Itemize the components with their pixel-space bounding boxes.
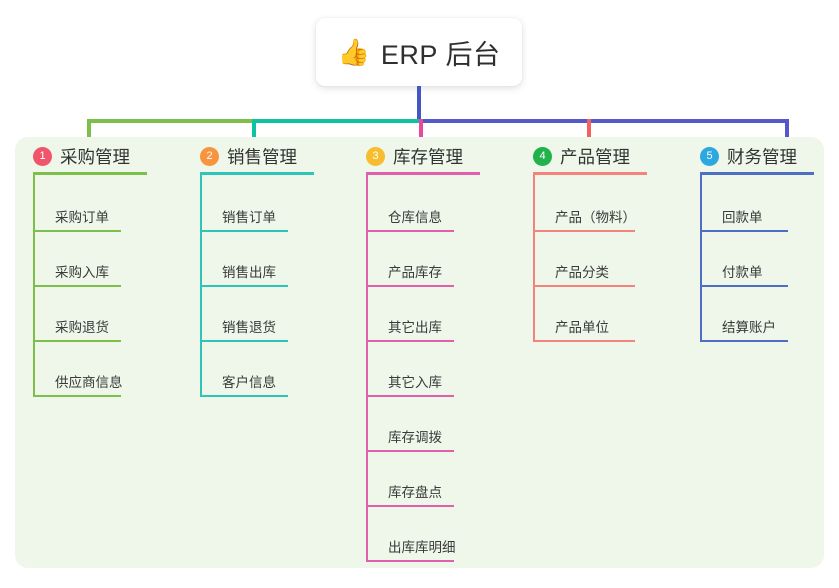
menu-item-label: 库存盘点: [388, 485, 442, 500]
menu-item-label: 采购退货: [55, 320, 109, 335]
menu-item-underline: [33, 340, 121, 342]
category-underline-1: [33, 172, 147, 175]
category-header-3[interactable]: 3 库存管理: [366, 144, 463, 169]
menu-item[interactable]: 仓库信息: [366, 198, 454, 232]
root-node-card[interactable]: 👍 ERP 后台: [316, 18, 522, 86]
menu-item-underline: [200, 395, 288, 397]
menu-item-label: 采购入库: [55, 265, 109, 280]
menu-item[interactable]: 库存盘点: [366, 473, 454, 507]
menu-item-label: 其它入库: [388, 375, 442, 390]
menu-item-label: 结算账户: [722, 320, 776, 335]
menu-item-underline: [366, 395, 454, 397]
category-header-2[interactable]: 2 销售管理: [200, 144, 297, 169]
thumbs-up-icon: 👍: [337, 37, 370, 67]
menu-item[interactable]: 销售退货: [200, 308, 288, 342]
menu-item-underline: [33, 230, 121, 232]
category-title-2: 销售管理: [227, 147, 297, 167]
menu-item-underline: [366, 450, 454, 452]
connector-drop-1: [87, 119, 91, 150]
menu-item-label: 仓库信息: [388, 210, 442, 225]
connector-drop-3: [419, 119, 423, 150]
category-underline-3: [366, 172, 480, 175]
menu-item[interactable]: 产品单位: [533, 308, 635, 342]
menu-item[interactable]: 采购订单: [33, 198, 121, 232]
category-spine-4: [533, 175, 535, 342]
menu-item-underline: [366, 560, 454, 562]
menu-item-label: 出库库明细: [388, 540, 456, 555]
category-badge-2: 2: [200, 147, 219, 166]
menu-item[interactable]: 结算账户: [700, 308, 788, 342]
menu-item[interactable]: 库存调拨: [366, 418, 454, 452]
menu-item-label: 采购订单: [55, 210, 109, 225]
category-badge-3: 3: [366, 147, 385, 166]
category-title-5: 财务管理: [727, 147, 797, 167]
connector-drop-4: [587, 119, 591, 150]
bus-green-segment: [87, 119, 254, 123]
category-header-5[interactable]: 5 财务管理: [700, 144, 797, 169]
category-underline-5: [700, 172, 814, 175]
menu-item-underline: [700, 285, 788, 287]
menu-item-label: 库存调拨: [388, 430, 442, 445]
menu-item[interactable]: 采购退货: [33, 308, 121, 342]
category-badge-4: 4: [533, 147, 552, 166]
menu-item[interactable]: 客户信息: [200, 363, 288, 397]
menu-item-label: 客户信息: [222, 375, 276, 390]
menu-item[interactable]: 付款单: [700, 253, 788, 287]
menu-item[interactable]: 回款单: [700, 198, 788, 232]
menu-item-underline: [366, 340, 454, 342]
menu-item[interactable]: 出库库明细: [366, 528, 456, 562]
category-spine-3: [366, 175, 368, 562]
menu-item-label: 供应商信息: [55, 375, 123, 390]
category-title-3: 库存管理: [393, 147, 463, 167]
category-underline-4: [533, 172, 647, 175]
category-badge-1: 1: [33, 147, 52, 166]
menu-item[interactable]: 供应商信息: [33, 363, 123, 397]
menu-item-label: 销售订单: [222, 210, 276, 225]
menu-item[interactable]: 其它入库: [366, 363, 454, 397]
menu-item-underline: [366, 505, 454, 507]
category-underline-2: [200, 172, 314, 175]
menu-item[interactable]: 产品分类: [533, 253, 635, 287]
menu-item[interactable]: 销售订单: [200, 198, 288, 232]
menu-item-label: 付款单: [722, 265, 763, 280]
menu-item-underline: [33, 285, 121, 287]
menu-item-label: 产品库存: [388, 265, 442, 280]
connector-drop-5: [785, 119, 789, 150]
root-node-title: ERP 后台: [380, 39, 501, 70]
menu-item-underline: [533, 340, 635, 342]
menu-item-label: 产品分类: [555, 265, 609, 280]
menu-item-underline: [366, 285, 454, 287]
category-header-1[interactable]: 1 采购管理: [33, 144, 130, 169]
menu-item-underline: [33, 395, 121, 397]
menu-item-label: 回款单: [722, 210, 763, 225]
menu-item[interactable]: 产品（物料）: [533, 198, 636, 232]
menu-item-label: 产品单位: [555, 320, 609, 335]
menu-item-underline: [700, 230, 788, 232]
diagram-panel: 1 采购管理采购订单采购入库采购退货供应商信息 2 销售管理销售订单销售出库销售退货客…: [15, 137, 824, 568]
menu-item-underline: [533, 230, 635, 232]
connector-drop-2: [252, 119, 256, 150]
category-badge-5: 5: [700, 147, 719, 166]
category-title-4: 产品管理: [560, 147, 630, 167]
menu-item[interactable]: 其它出库: [366, 308, 454, 342]
menu-item-underline: [200, 230, 288, 232]
menu-item-underline: [700, 340, 788, 342]
category-title-1: 采购管理: [60, 147, 130, 167]
menu-item[interactable]: 产品库存: [366, 253, 454, 287]
bus-blue-segment: [419, 119, 787, 123]
menu-item-label: 销售出库: [222, 265, 276, 280]
menu-item-label: 产品（物料）: [555, 210, 636, 225]
menu-item[interactable]: 采购入库: [33, 253, 121, 287]
bus-teal-segment: [252, 119, 421, 123]
menu-item[interactable]: 销售出库: [200, 253, 288, 287]
menu-item-underline: [200, 340, 288, 342]
menu-item-label: 销售退货: [222, 320, 276, 335]
category-header-4[interactable]: 4 产品管理: [533, 144, 630, 169]
menu-item-underline: [533, 285, 635, 287]
menu-item-underline: [366, 230, 454, 232]
root-stem: [417, 86, 421, 123]
category-spine-5: [700, 175, 702, 342]
menu-item-underline: [200, 285, 288, 287]
menu-item-label: 其它出库: [388, 320, 442, 335]
